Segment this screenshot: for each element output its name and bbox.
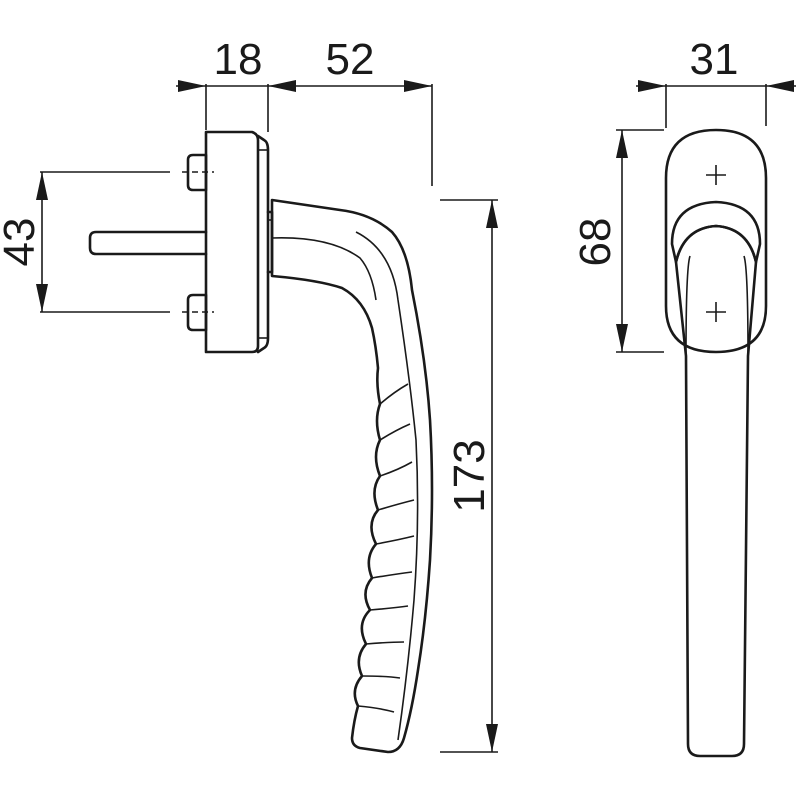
dim-label-rosette-height: 68 [571, 218, 620, 267]
dimension-lines [36, 80, 796, 753]
arrow [766, 80, 794, 92]
dim-label-rosette-depth: 18 [214, 35, 263, 84]
dim-label-screw-spacing: 43 [0, 218, 44, 267]
arrow [616, 130, 628, 158]
arrow [36, 172, 48, 200]
rosette-plate-side [204, 130, 260, 354]
rosette-plate-rim [256, 134, 270, 354]
dim-label-rosette-width: 31 [690, 35, 739, 84]
arrow [486, 724, 498, 752]
screw-hole-bottom [706, 302, 726, 322]
arrow [638, 80, 666, 92]
dim-label-handle-length: 173 [445, 439, 494, 512]
dim-label-handle-projection: 52 [326, 35, 375, 84]
arrow [486, 200, 498, 228]
screw-hole-top [706, 165, 726, 185]
arrow [268, 80, 296, 92]
side-view [88, 130, 434, 754]
arrow [178, 80, 206, 92]
spindle [88, 230, 208, 256]
grip-ridges [357, 383, 415, 713]
handle-inner-edge [355, 231, 419, 741]
arrow [404, 80, 432, 92]
screw-top [182, 153, 214, 192]
arrow [616, 324, 628, 352]
handle-lever-front [674, 224, 758, 758]
handle-lever-side [270, 198, 434, 754]
arrow [36, 284, 48, 312]
front-view [664, 128, 768, 758]
screw-bottom [182, 293, 214, 332]
handle-front-neck [670, 200, 762, 264]
handle-front-neck-inner [685, 255, 749, 357]
handle-neck-curve [271, 237, 377, 301]
